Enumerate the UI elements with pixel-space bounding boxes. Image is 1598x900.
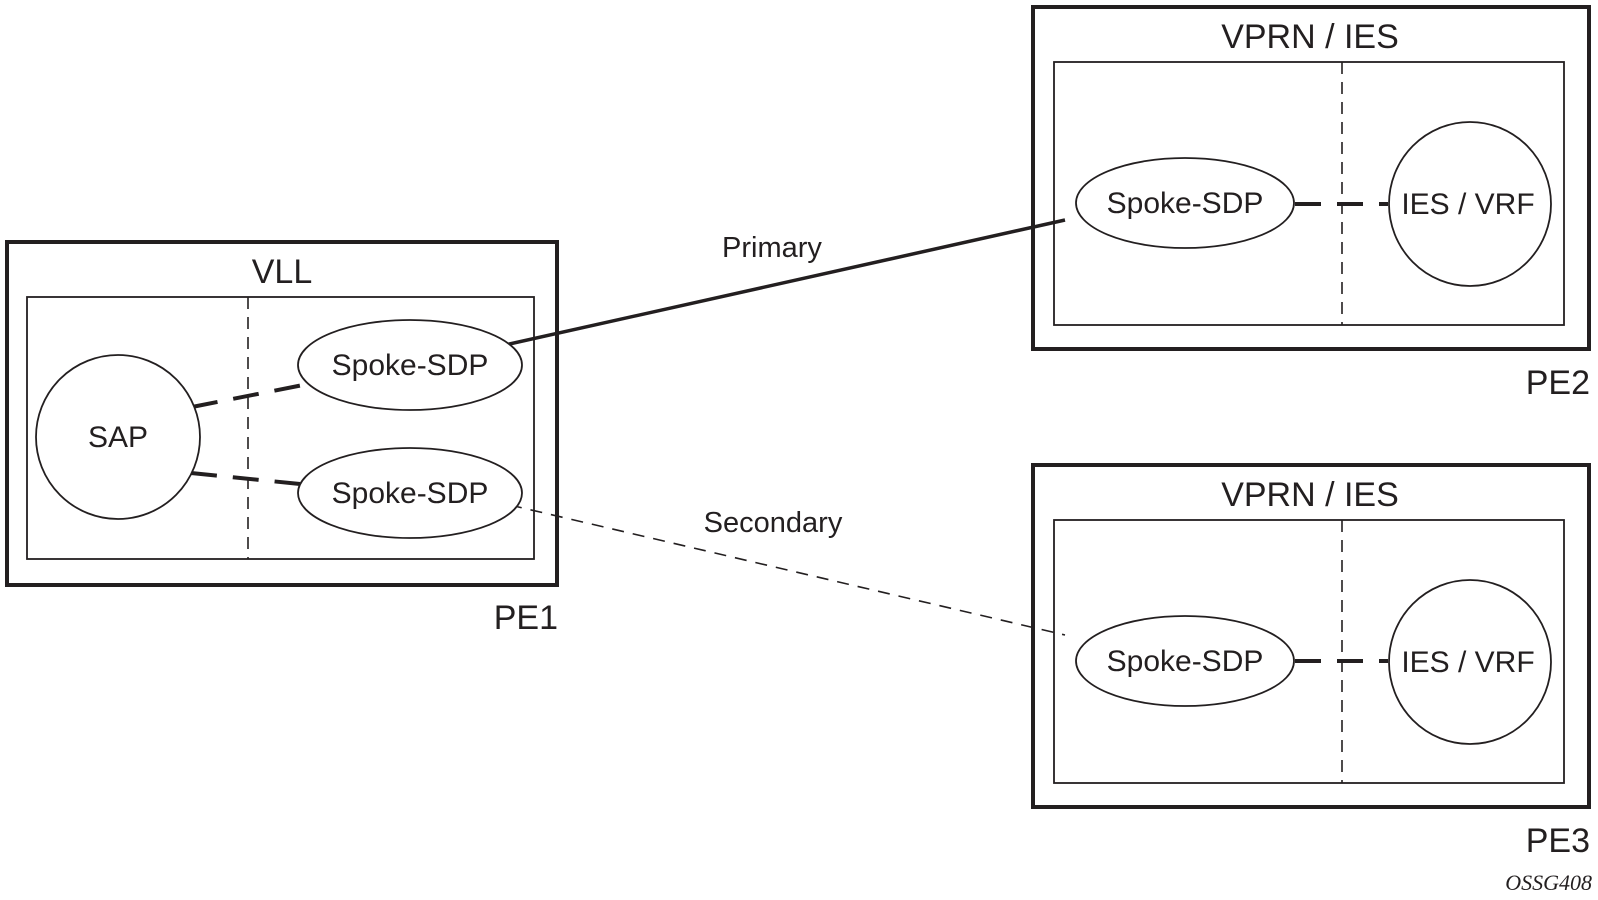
pe3-outer-box [1031, 463, 1591, 809]
pe1-spoke-sdp-bottom-label: Spoke-SDP [332, 477, 489, 510]
figure-id: OSSG408 [1505, 870, 1592, 895]
pe2-router-label: PE2 [1526, 364, 1590, 402]
pe1-router-label: PE1 [494, 599, 558, 637]
pe3-router: VPRN / IES Spoke-SDP IES / VRF PE3 [1031, 463, 1591, 860]
pe3-router-label: PE3 [1526, 822, 1590, 860]
secondary-link-label: Secondary [704, 507, 843, 539]
pe3-ies-vrf-label: IES / VRF [1401, 646, 1534, 679]
pe2-service-title: VPRN / IES [1221, 18, 1399, 56]
pe1-sap-node[interactable] [35, 354, 201, 520]
pe1-outer-box [5, 240, 559, 587]
secondary-link [509, 504, 1066, 636]
pe3-spoke-sdp[interactable] [1075, 615, 1295, 707]
pe3-spoke-sdp-label: Spoke-SDP [1107, 645, 1264, 678]
pe1-sap-label: SAP [88, 421, 148, 454]
pe2-outer-box [1031, 5, 1591, 351]
pe1-service-title: VLL [252, 253, 313, 291]
pe3-service-box [1053, 519, 1565, 784]
pe2-ies-vrf-label: IES / VRF [1401, 188, 1534, 221]
pe2-ies-vrf-node[interactable] [1388, 121, 1552, 287]
pe1-spoke-sdp-top[interactable] [297, 319, 523, 411]
pe2-service-box [1053, 61, 1565, 326]
pe3-ies-vrf-node[interactable] [1388, 579, 1552, 745]
pe1-sap-to-spoke-bottom-binding [190, 471, 301, 486]
pe2-spoke-sdp[interactable] [1075, 157, 1295, 249]
pe1-spoke-sdp-top-label: Spoke-SDP [332, 349, 489, 382]
pe1-spoke-sdp-bottom[interactable] [297, 447, 523, 539]
pe2-spoke-sdp-label: Spoke-SDP [1107, 187, 1264, 220]
primary-link [504, 218, 1066, 347]
pe2-router: VPRN / IES Spoke-SDP IES / VRF PE2 [1031, 5, 1591, 402]
pe1-service-box [26, 296, 535, 560]
pe1-router: VLL SAP Spoke-SDP Spoke-SDP PE1 [5, 240, 559, 637]
primary-link-label: Primary [722, 232, 822, 264]
pe1-sap-to-spoke-top-binding [191, 382, 309, 409]
pe3-service-title: VPRN / IES [1221, 476, 1399, 514]
